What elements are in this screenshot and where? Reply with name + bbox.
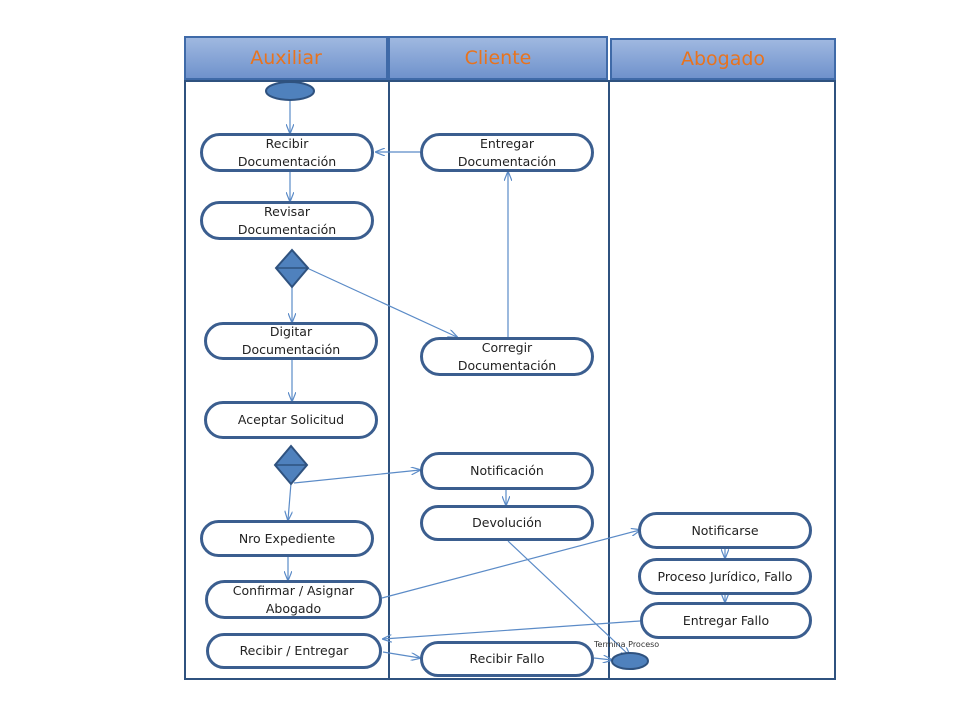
node-notificarse: Notificarse — [638, 512, 812, 549]
node-notificacion: Notificación — [420, 452, 594, 490]
lane-body-cliente — [388, 80, 610, 680]
arrows — [288, 101, 725, 660]
node-proceso-juridico-fallo: Proceso Jurídico, Fallo — [638, 558, 812, 595]
arrow-confirmar-to-notificarse — [381, 530, 640, 599]
node-devolucion: Devolución — [420, 505, 594, 541]
end-node-label: Termina Proceso — [594, 640, 660, 649]
start-node — [265, 81, 315, 101]
node-recibir-entregar: Recibir / Entregar — [206, 633, 382, 669]
node-aceptar-solicitud: Aceptar Solicitud — [204, 401, 378, 439]
arrow-decision1-to-corregir — [306, 267, 457, 337]
node-entregar-documentacion: Entregar Documentación — [420, 133, 594, 172]
lane-header-cliente: Cliente — [388, 36, 608, 80]
node-digitar-documentacion: Digitar Documentación — [204, 322, 378, 360]
arrow-recibir-fallo-to-end — [593, 658, 612, 660]
end-node — [611, 652, 649, 670]
decision-node-1 — [274, 248, 310, 289]
arrow-decision2-to-notificacion — [293, 470, 420, 484]
arrow-devolucion-to-end — [507, 540, 630, 656]
node-corregir-documentacion: Corregir Documentación — [420, 337, 594, 376]
arrow-decision2-to-expediente — [288, 482, 291, 520]
node-nro-expediente: Nro Expediente — [200, 520, 374, 557]
arrow-recibir-entregar-to-recibir-fallo — [382, 651, 420, 658]
node-confirmar-asignar-abogado: Confirmar / Asignar Abogado — [205, 580, 382, 619]
node-recibir-fallo: Recibir Fallo — [420, 641, 594, 677]
node-revisar-documentacion: Revisar Documentación — [200, 201, 374, 240]
lane-header-auxiliar: Auxiliar — [184, 36, 388, 80]
decision-node-2 — [273, 444, 309, 486]
node-recibir-documentacion: Recibir Documentación — [200, 133, 374, 172]
lane-header-abogado: Abogado — [610, 38, 836, 80]
arrow-entregar-fallo-to-recibir-entregar — [383, 620, 641, 639]
node-entregar-fallo: Entregar Fallo — [640, 602, 812, 639]
